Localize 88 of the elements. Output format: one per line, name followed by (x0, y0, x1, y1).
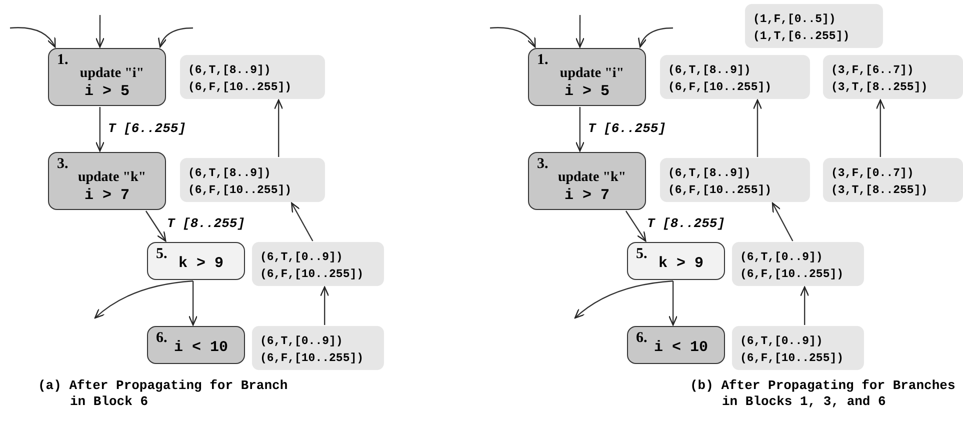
block-number: 5. (156, 246, 168, 263)
block-number: 5. (636, 246, 648, 263)
annotation-text: (6,F,[10..255]) (188, 183, 293, 199)
edge-label: T [6..255] (587, 121, 668, 136)
annotation-text: (6,F,[10..255]) (740, 267, 845, 283)
block-box (147, 326, 245, 364)
annotation-box (252, 326, 384, 370)
annotation-box (252, 242, 384, 286)
block-box (528, 152, 646, 210)
annotation-text: (6,F,[10..255]) (188, 80, 293, 96)
panel-caption: (a) After Propagating for Branch in Block 6 (38, 378, 289, 410)
annotation-text: (6,T,[8..9]) (188, 166, 272, 182)
arrow (145, 210, 166, 242)
edge-label: T [8..255] (166, 216, 246, 231)
annotation-text: (3,F,[0..7]) (831, 166, 915, 182)
free-arrow (638, 27, 674, 48)
annotation-box (745, 4, 883, 48)
arrow (188, 281, 198, 326)
block-number: 3. (537, 156, 548, 173)
condition-text: i > 7 (563, 187, 610, 204)
annotation-text: (6,T,[0..9]) (260, 250, 344, 266)
annotation-box (823, 55, 963, 99)
annotation-box (180, 55, 325, 99)
arrow (625, 210, 646, 242)
free-arrow (10, 27, 56, 48)
annotation-text: (6,F,[10..255]) (260, 351, 365, 367)
arrow (291, 202, 314, 242)
statement-text: update "k" (556, 170, 628, 186)
condition-text: i > 7 (83, 187, 130, 204)
arrow (876, 99, 885, 157)
block-number: 1. (537, 52, 548, 69)
annotation-text: (6,F,[10..255]) (668, 183, 773, 199)
block-box (147, 242, 245, 280)
block-number: 3. (57, 156, 68, 173)
annotation-text: (6,T,[8..9]) (668, 63, 752, 79)
arrow (800, 286, 810, 325)
panel-caption: (b) After Propagating for Branches in Blocks 1, 3, and 6 (690, 378, 956, 410)
free-arrow (94, 280, 194, 319)
block-number: 6. (636, 330, 648, 347)
free-arrow (158, 27, 194, 48)
block-number: 6. (156, 330, 168, 347)
annotation-text: (6,F,[10..255]) (668, 80, 773, 96)
arrow (772, 202, 794, 242)
block-box (48, 48, 166, 106)
arrow (320, 286, 330, 325)
statement-text: update "i" (78, 66, 146, 82)
condition-text: i > 5 (83, 83, 130, 100)
arrow (274, 99, 284, 157)
annotation-text: (6,F,[10..255]) (740, 351, 845, 367)
annotation-box (823, 158, 963, 202)
condition-text: i > 5 (563, 83, 610, 100)
annotation-text: (6,T,[8..9]) (188, 63, 272, 79)
condition-text: k > 9 (657, 255, 704, 272)
annotation-text: (6,T,[0..9]) (740, 334, 824, 350)
block-box (627, 326, 725, 364)
free-arrow (575, 15, 585, 48)
block-box (627, 242, 725, 280)
condition-text: i < 10 (652, 339, 709, 356)
edge-label: T [8..255] (646, 216, 726, 231)
statement-text: update "i" (558, 66, 626, 82)
arrow (752, 99, 762, 157)
annotation-text: (1,F,[0..5]) (753, 12, 837, 28)
annotation-box (660, 158, 810, 202)
statement-text: update "k" (76, 170, 148, 186)
annotation-text: (3,T,[8..255]) (831, 183, 929, 199)
annotation-box (732, 242, 864, 286)
arrow (575, 107, 585, 152)
annotation-text: (6,T,[0..9]) (740, 250, 824, 266)
condition-text: k > 9 (177, 255, 224, 272)
free-arrow (95, 15, 105, 48)
annotation-text: (6,T,[8..9]) (668, 166, 752, 182)
block-number: 1. (57, 52, 68, 69)
annotation-text: (3,F,[6..7]) (831, 63, 915, 79)
annotation-box (180, 158, 325, 202)
annotation-text: (3,T,[8..255]) (831, 80, 929, 96)
block-box (48, 152, 166, 210)
arrow (668, 281, 678, 326)
free-arrow (490, 27, 536, 48)
annotation-text: (6,T,[0..9]) (260, 334, 344, 350)
free-arrow (574, 280, 674, 319)
annotation-text: (1,T,[6..255]) (753, 29, 851, 45)
condition-text: i < 10 (172, 339, 229, 356)
edge-label: T [6..255] (107, 121, 188, 136)
annotation-box (732, 326, 864, 370)
annotation-box (660, 55, 810, 99)
annotation-text: (6,F,[10..255]) (260, 267, 365, 283)
block-box (528, 48, 646, 106)
arrow (95, 107, 105, 152)
